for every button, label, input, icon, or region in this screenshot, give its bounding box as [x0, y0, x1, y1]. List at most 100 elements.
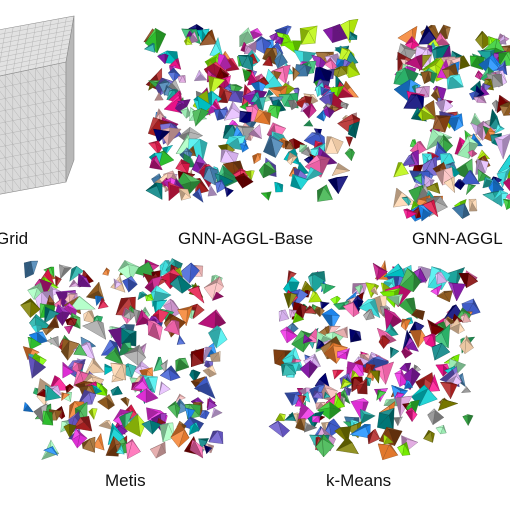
partition-fragment — [203, 444, 213, 455]
partition-fragment — [383, 434, 394, 445]
partition-fragment — [209, 351, 221, 363]
partition-fragment — [402, 208, 418, 219]
partition-fragment — [468, 198, 478, 212]
partition-fragment — [220, 149, 239, 165]
partition-fragment — [432, 323, 451, 349]
partition-fragment — [113, 278, 123, 290]
partition-fragment — [320, 86, 330, 97]
partition-fragment — [69, 265, 84, 282]
partition-fragment — [304, 166, 323, 182]
partition-fragment — [401, 345, 413, 359]
partition-fragment — [423, 430, 435, 443]
partition-fragment — [167, 67, 181, 83]
partition-fragment — [316, 109, 326, 122]
partition-fragment — [73, 343, 88, 356]
partition-fragment — [170, 422, 190, 448]
partition-fragment — [466, 183, 477, 195]
caption-gnn-aggl-base: GNN-AGGL-Base — [178, 229, 314, 248]
partition-fragment — [163, 319, 180, 336]
partition-fragment — [187, 285, 205, 304]
partition-fragment — [348, 30, 358, 41]
partition-fragment — [110, 362, 126, 381]
partition-fragment — [183, 35, 193, 46]
partition-fragment — [199, 410, 210, 420]
partition-fragment — [292, 66, 300, 82]
partition-fragment — [297, 402, 317, 422]
partition-fragment — [178, 262, 200, 284]
partition-fragment — [377, 443, 399, 461]
partition-fragment — [462, 414, 474, 427]
partition-fragment — [336, 348, 351, 360]
partition-fragment — [401, 154, 416, 167]
partition-fragment — [157, 53, 169, 65]
partition-fragment — [194, 376, 216, 399]
partition-fragment — [62, 361, 74, 379]
partition-fragment — [238, 54, 254, 71]
partition-fragment — [403, 94, 425, 110]
partition-fragment — [448, 282, 466, 302]
partition-fragment — [430, 284, 442, 296]
partition-fragment — [20, 297, 41, 319]
partition-fragment — [283, 293, 298, 309]
partition-fragment — [327, 175, 349, 195]
partition-fragment — [144, 42, 156, 53]
partition-fragment — [120, 396, 130, 407]
partition-fragment — [329, 66, 348, 78]
partition-fragment — [278, 309, 290, 322]
partition-fragment — [313, 306, 325, 318]
partition-fragment — [439, 153, 456, 166]
partition-fragment — [189, 369, 201, 383]
partition-fragment — [102, 267, 110, 277]
caption-k-means: k-Means — [326, 471, 392, 490]
partition-fragment — [335, 436, 359, 455]
partition-fragment — [92, 432, 105, 451]
partition-fragment — [423, 175, 435, 188]
partition-fragment — [197, 309, 227, 330]
partition-fragment — [234, 172, 254, 189]
partition-fragment — [28, 331, 48, 345]
partition-fragment — [284, 411, 297, 421]
partition-fragment — [342, 301, 360, 318]
partition-fragment — [145, 182, 163, 200]
partition-fragment — [424, 182, 441, 194]
partition-fragment — [111, 374, 124, 383]
partition-fragment — [413, 173, 422, 185]
partition-fragment — [432, 115, 451, 133]
partition-fragment — [41, 328, 55, 336]
partition-fragment — [321, 308, 341, 330]
partition-fragment — [405, 54, 423, 71]
partition-fragment — [141, 420, 162, 435]
partition-fragment — [354, 284, 364, 295]
partition-fragment — [188, 422, 200, 436]
partition-fragment — [393, 416, 403, 427]
partition-fragment — [252, 152, 262, 165]
partition-fragment — [239, 141, 249, 153]
partition-fragment — [149, 441, 166, 459]
partition-fragment — [207, 183, 218, 197]
partition-fragment — [262, 56, 273, 67]
partition-fragment — [299, 360, 318, 379]
partition-fragment — [153, 356, 164, 372]
partition-fragment — [475, 70, 484, 81]
partition-fragment — [440, 382, 458, 400]
partition-fragment — [435, 272, 448, 285]
partition-fragment — [42, 410, 54, 426]
partition-fragment — [154, 92, 164, 101]
partition-fragment — [61, 392, 70, 402]
partition-fragment — [274, 49, 288, 69]
partition-fragment — [158, 381, 171, 396]
partition-fragment — [68, 295, 96, 311]
partition-fragment — [289, 309, 297, 318]
partition-fragment — [206, 397, 218, 411]
partition-fragment — [421, 199, 439, 218]
partition-fragment — [303, 119, 314, 127]
partition-fragment — [320, 283, 336, 295]
partition-fragment — [98, 420, 114, 431]
partition-fragment — [208, 325, 228, 349]
partition-fragment — [317, 401, 342, 420]
partition-fragment — [499, 101, 510, 116]
partition-fragment — [386, 293, 404, 307]
partition-fragment — [189, 440, 204, 459]
partition-fragment — [27, 337, 42, 350]
partition-fragment — [23, 401, 34, 413]
